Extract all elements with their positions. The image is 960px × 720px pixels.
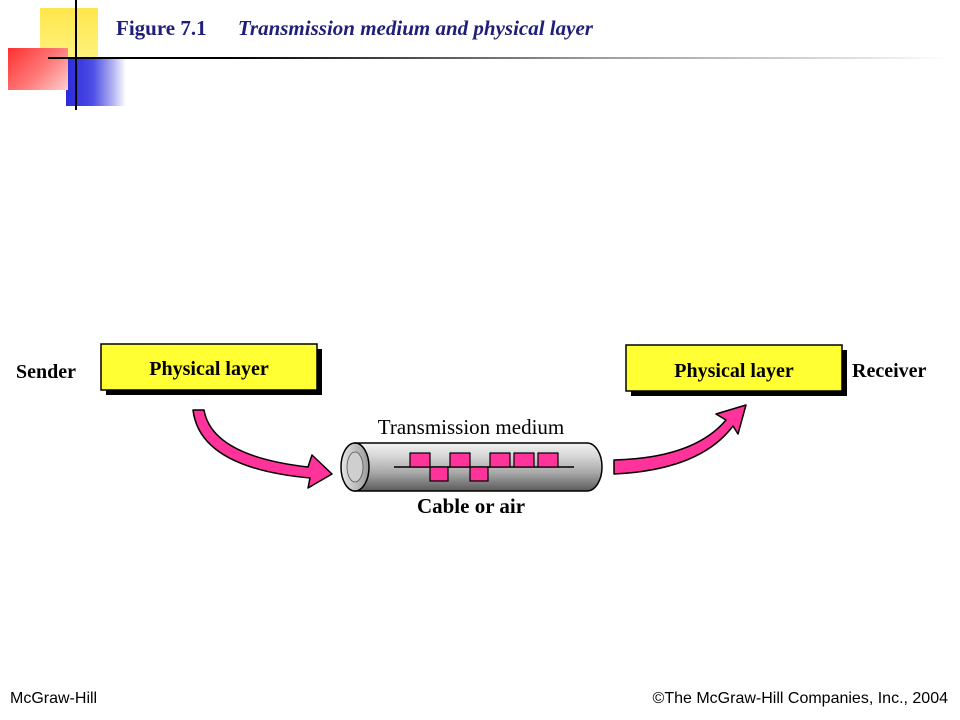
slide-title: Figure 7.1 Transmission medium and physi… <box>116 16 593 41</box>
signal-pulse <box>469 466 489 482</box>
signal-pulse <box>449 452 471 468</box>
signal-pulse <box>409 452 431 468</box>
footer-publisher: McGraw-Hill <box>10 690 98 707</box>
sender-physical-layer-box: Physical layer <box>100 343 322 395</box>
title-underline-rule <box>48 57 948 59</box>
figure-caption: Transmission medium and physical layer <box>237 16 593 40</box>
medium-label: Transmission medium <box>378 415 565 439</box>
receiver-label: Receiver <box>852 360 927 382</box>
signal-pulse <box>489 452 511 468</box>
figure-label: Figure 7.1 <box>116 16 207 40</box>
decor-red-square <box>8 48 68 90</box>
footer-copyright: ©The McGraw-Hill Companies, Inc., 2004 <box>652 690 948 707</box>
sender-to-medium-arrow <box>192 409 333 489</box>
decor-vertical-rule <box>75 0 77 110</box>
medium-to-receiver-arrow <box>613 404 747 475</box>
receiver-box-label: Physical layer <box>674 360 794 382</box>
sender-box-label: Physical layer <box>149 358 269 380</box>
signal-pulse <box>537 452 559 468</box>
sender-label: Sender <box>16 361 76 383</box>
medium-caption: Cable or air <box>417 494 525 518</box>
signal-pulse <box>429 466 449 482</box>
receiver-physical-layer-box: Physical layer <box>625 344 847 396</box>
signal-pulse <box>513 452 535 468</box>
signal-pulses <box>409 452 559 482</box>
